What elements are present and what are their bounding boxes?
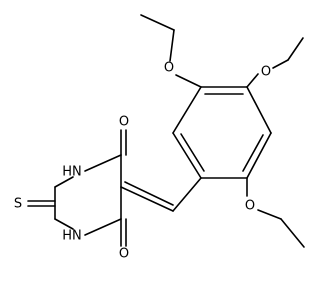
- bond-o1-ch2: [169, 29, 175, 62]
- bond-o2-ch2: [272, 59, 289, 69]
- bond-ar2-ar3: [172, 86, 202, 134]
- molecule-canvas: O O HN HN S O O O: [14, 14, 305, 262]
- bond-c5-ch-b: [124, 181, 174, 206]
- atom-label-o-ether-top: O: [164, 61, 174, 76]
- atom-label-o-ether-right: O: [261, 65, 271, 80]
- atom-label-o-ring-top: O: [119, 115, 129, 130]
- atom-label-nh-upper: HN: [62, 165, 82, 180]
- bond-ch2-ch3-a: [140, 14, 175, 31]
- bond-ar4-ar5: [246, 86, 272, 134]
- molecule-structure: O O HN HN S O O O: [14, 14, 305, 262]
- bond-ar5-ar6: [246, 132, 272, 179]
- bond-c5-ch-a: [120, 186, 174, 212]
- atom-label-s-thione: S: [14, 197, 22, 212]
- bond-ch-ar: [172, 177, 202, 212]
- bond-n3-c2: [54, 176, 74, 188]
- bond-ch2-ch3-c: [280, 218, 305, 248]
- bond-c4-n3: [84, 154, 122, 172]
- bond-ar1-ar2: [172, 132, 202, 179]
- atom-label-nh-lower: HN: [62, 229, 82, 244]
- bond-ar4-o2: [246, 73, 259, 88]
- bond-ar3-o1: [175, 74, 202, 88]
- bond-ch2-ch3-b: [287, 37, 304, 61]
- bond-ar1-ar2-inner: [180, 133, 205, 172]
- bond-ar5-ar6-inner: [242, 134, 264, 172]
- atom-label-o-ether-bottom: O: [245, 199, 255, 214]
- bond-c2-n1: [54, 218, 74, 230]
- bond-n1-c6: [84, 218, 122, 236]
- bond-o3-ch2: [257, 209, 282, 220]
- atom-label-o-ring-bottom: O: [119, 247, 129, 262]
